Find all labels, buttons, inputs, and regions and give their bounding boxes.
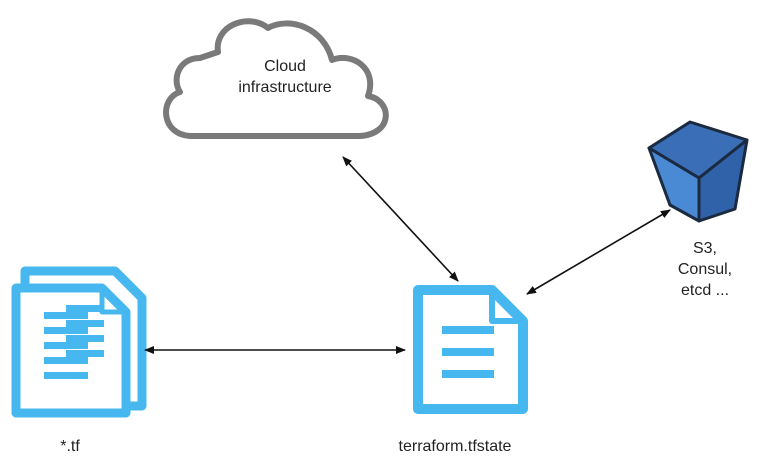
arrow-tfstate-storage: [526, 209, 671, 295]
documents-icon: [11, 266, 147, 418]
document-icon: [413, 285, 528, 414]
cloud-label-line2: infrastructure: [238, 79, 332, 96]
storage-label-line2: Consul,: [677, 261, 733, 278]
arrow-cloud-tfstate: [342, 156, 459, 282]
storage-label: S3, Consul, etcd ...: [650, 238, 760, 301]
storage-label-line3: etcd ...: [680, 282, 730, 299]
cloud-icon: [163, 18, 389, 139]
cloud-label-line1: Cloud: [264, 58, 306, 75]
tf-files-label: *.tf: [60, 438, 80, 455]
tfstate-label: terraform.tfstate: [398, 438, 512, 455]
bucket-cube-icon: [647, 120, 749, 223]
storage-label-line1: S3,: [692, 240, 717, 257]
cloud-label: Cloud infrastructure: [220, 56, 350, 98]
